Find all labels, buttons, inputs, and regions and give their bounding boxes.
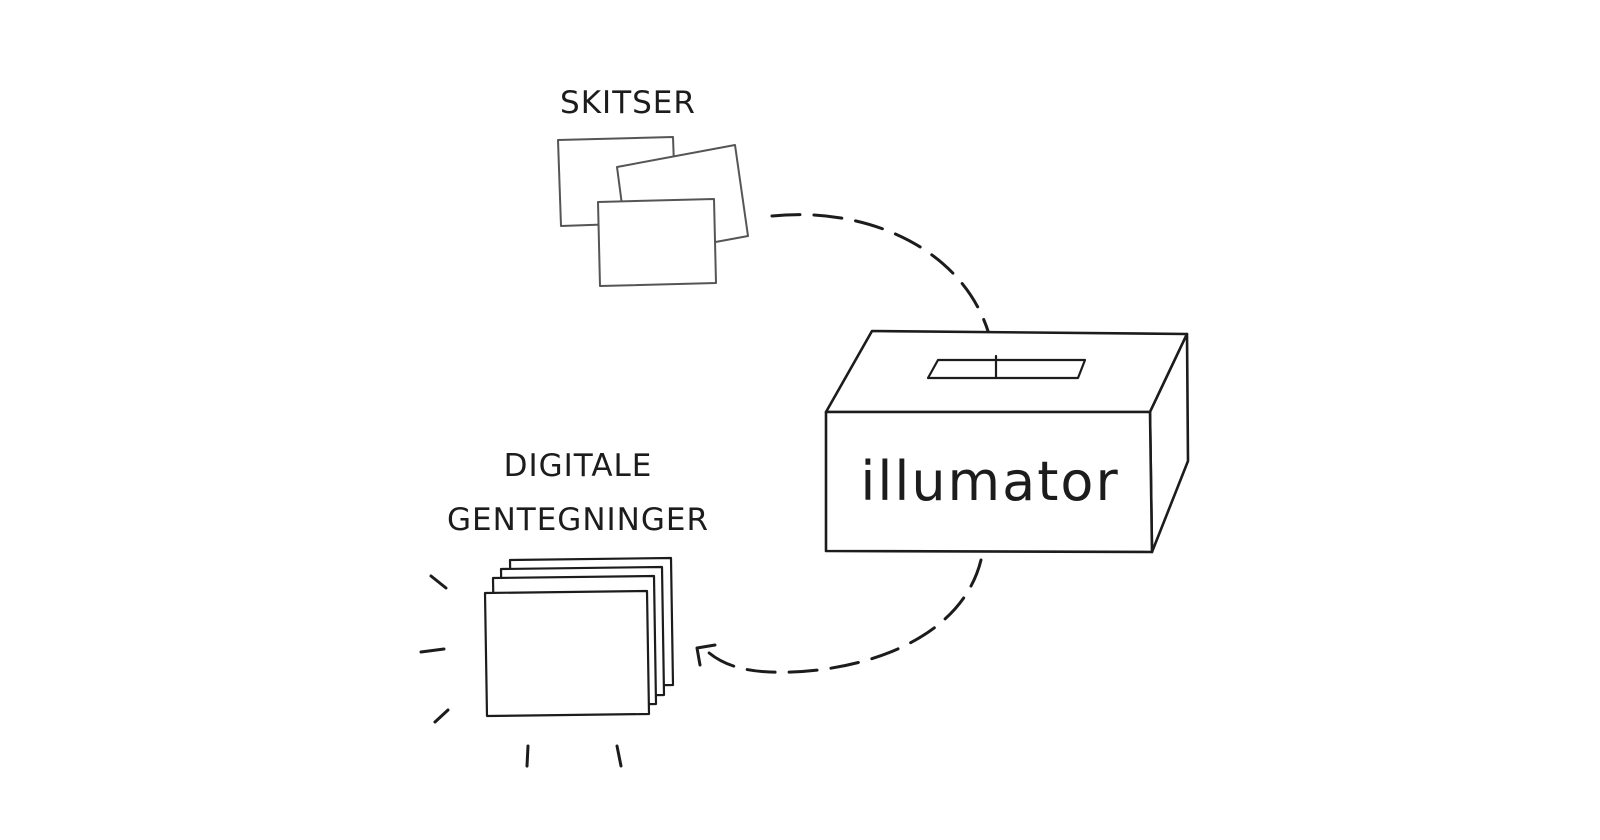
box-brand-label: illumator (860, 450, 1119, 513)
digital-drawings-stack-icon (483, 556, 675, 718)
glow-ray (429, 574, 448, 590)
digital-label-line1: DIGITALE (504, 448, 653, 484)
sketch-papers-icon (557, 136, 749, 287)
sketches-label: SKITSER (560, 85, 696, 121)
box-front-face (824, 410, 1154, 554)
glow-ray (615, 744, 623, 768)
submission-box-icon: illumator (824, 329, 1190, 554)
output-arrowhead-icon (695, 643, 717, 667)
input-flow-dashed-line (770, 213, 997, 367)
glow-ray (433, 708, 450, 724)
glow-ray (419, 647, 446, 654)
box-slot (926, 358, 1087, 380)
digital-sheet-1 (483, 589, 651, 718)
output-flow-dashed-line (706, 558, 983, 674)
digital-label-line2: GENTEGNINGER (447, 502, 709, 538)
box-top-face (824, 329, 1189, 414)
sketch-paper-front (597, 198, 717, 287)
glow-rays-icon (419, 574, 623, 768)
glow-ray (525, 744, 530, 768)
